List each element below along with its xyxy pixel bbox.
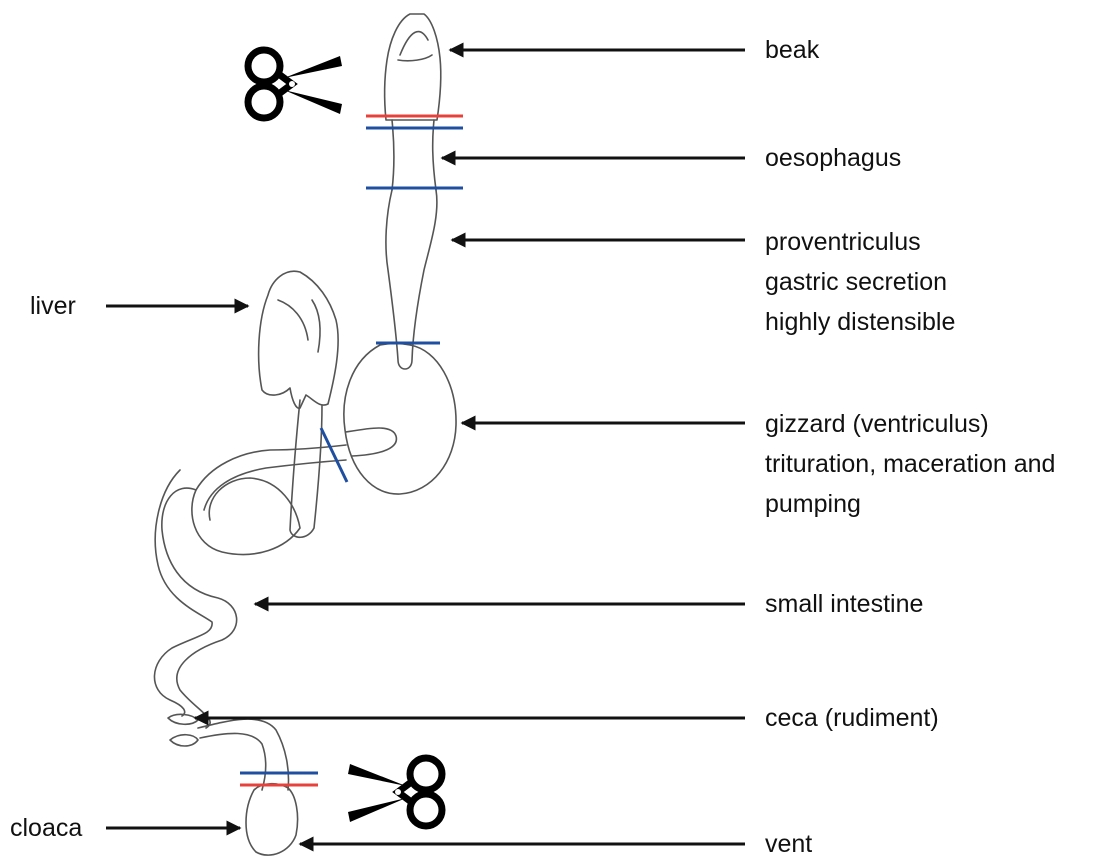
beak-inner-line xyxy=(398,32,432,61)
label-gizzard: gizzard (ventriculus) trituration, macer… xyxy=(765,404,1055,524)
label-beak: beak xyxy=(765,30,819,70)
label-liver: liver xyxy=(30,286,76,326)
ceca-outline xyxy=(168,714,198,746)
cut-line-blue-duodenum xyxy=(321,428,347,482)
duodenal-loop-outline xyxy=(290,400,396,537)
scissors-icon xyxy=(348,758,442,826)
liver-outline xyxy=(259,271,339,408)
label-oesophagus: oesophagus xyxy=(765,138,901,178)
label-vent: vent xyxy=(765,824,812,864)
liver-lobe-line xyxy=(278,300,320,352)
beak-outline xyxy=(385,14,441,120)
label-gizzard-line: trituration, maceration and xyxy=(765,444,1055,484)
rectum-outline xyxy=(198,719,289,790)
label-small-intestine: small intestine xyxy=(765,584,923,624)
label-gizzard-line: gizzard (ventriculus) xyxy=(765,404,1055,444)
label-cloaca: cloaca xyxy=(10,808,82,848)
label-proventriculus-line: gastric secretion xyxy=(765,262,955,302)
label-gizzard-line: pumping xyxy=(765,484,1055,524)
small-intestine-outline-b xyxy=(162,460,346,728)
label-proventriculus-line: proventriculus xyxy=(765,222,955,262)
scissors-icon xyxy=(248,50,342,118)
label-ceca: ceca (rudiment) xyxy=(765,698,939,738)
label-proventriculus-line: highly distensible xyxy=(765,302,955,342)
oesophagus-outline xyxy=(392,120,436,190)
cloaca-outline xyxy=(246,784,298,855)
label-proventriculus: proventriculus gastric secretion highly … xyxy=(765,222,955,342)
